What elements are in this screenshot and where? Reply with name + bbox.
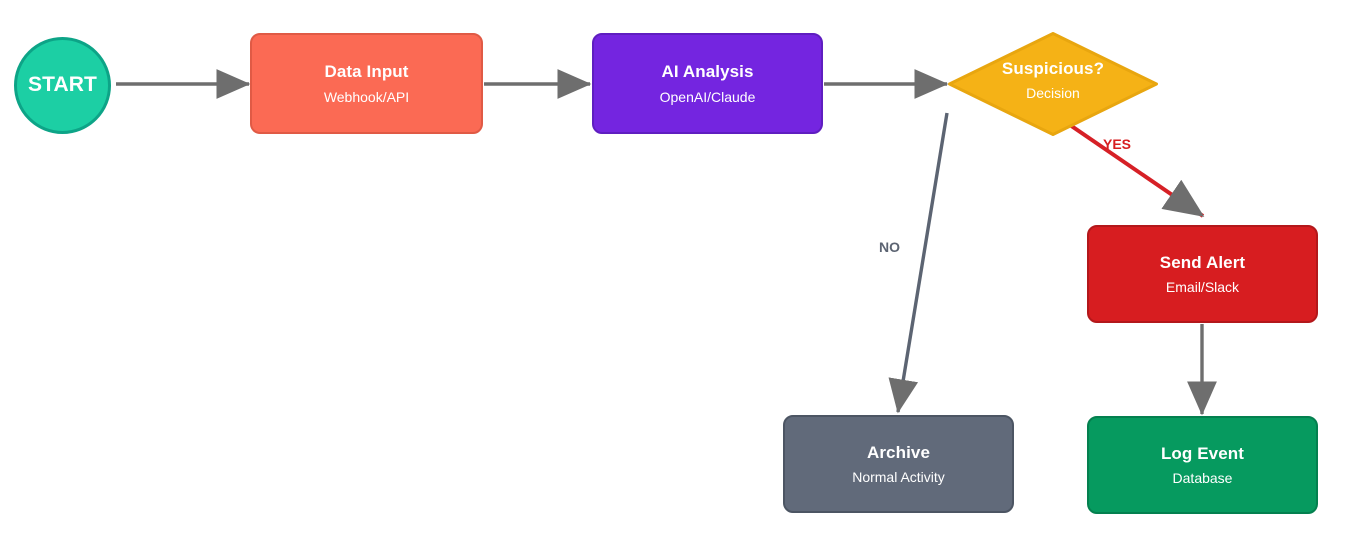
edge-suspicious-to-archive-no [888, 112, 949, 414]
node-title-start: START [28, 73, 97, 97]
diamond-shape-suspicious [948, 32, 1158, 136]
edge-label-suspicious-to-send-alert-yes: YES [1103, 136, 1132, 152]
node-labels-suspicious: Suspicious? Decision [1002, 58, 1104, 102]
node-start[interactable]: START [14, 37, 111, 134]
node-subtitle-suspicious: Decision [1026, 85, 1080, 102]
edge-label-suspicious-to-archive-no: NO [879, 239, 900, 255]
node-subtitle-data-input: Webhook/API [323, 88, 410, 105]
node-title-archive: Archive [866, 442, 931, 462]
node-title-log-event: Log Event [1160, 443, 1245, 463]
node-subtitle-ai-analysis: OpenAI/Claude [659, 88, 756, 105]
node-subtitle-archive: Normal Activity [852, 469, 945, 486]
node-title-send-alert: Send Alert [1159, 252, 1246, 272]
node-subtitle-log-event: Database [1172, 470, 1233, 487]
node-title-ai-analysis: AI Analysis [661, 62, 754, 82]
node-title-suspicious: Suspicious? [1001, 58, 1105, 78]
node-subtitle-send-alert: Email/Slack [1165, 279, 1240, 296]
node-suspicious[interactable]: Suspicious? Decision [948, 32, 1158, 136]
edge-suspicious-to-send-alert-yes [1049, 110, 1205, 218]
node-title-data-input: Data Input [324, 62, 409, 82]
